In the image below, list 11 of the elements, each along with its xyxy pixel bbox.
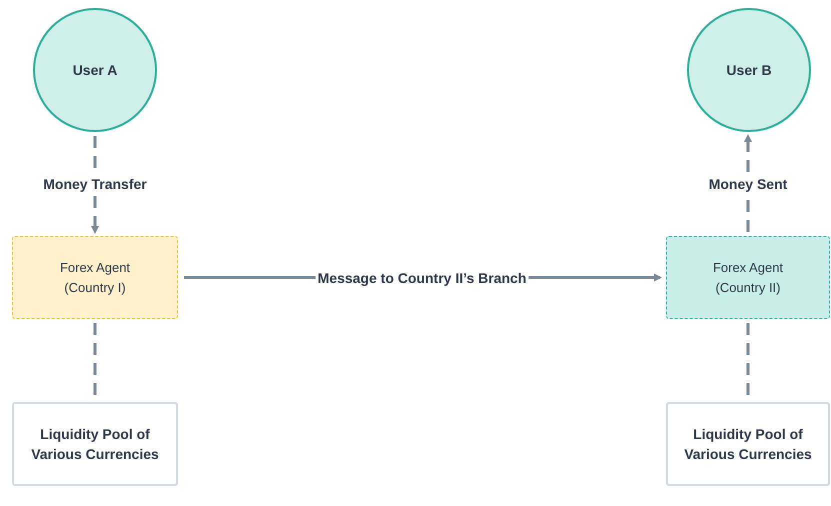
node-label: User A — [72, 61, 118, 80]
agent-box — [12, 236, 178, 319]
node-label: Forex Agent (Country I) — [58, 258, 132, 297]
pool-box — [12, 402, 178, 486]
agent-box — [666, 236, 830, 319]
node-label: Forex Agent (Country II) — [712, 258, 784, 297]
pool-box — [666, 402, 830, 486]
node-label: Liquidity Pool of Various Currencies — [30, 425, 160, 464]
node-label: User B — [726, 61, 772, 80]
edge-label: Money Transfer — [41, 175, 149, 193]
node-label: Liquidity Pool of Various Currencies — [683, 425, 813, 464]
